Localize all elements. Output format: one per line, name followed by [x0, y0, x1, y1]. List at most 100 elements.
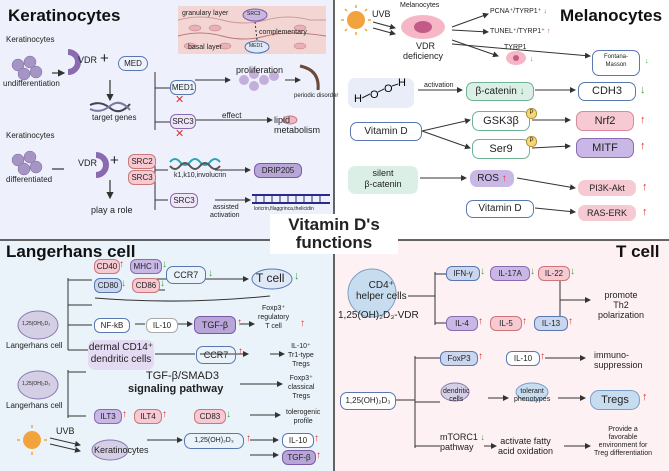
basal-layer-label: basal layer: [188, 44, 222, 51]
il10-arrow-t: ↑: [540, 351, 545, 362]
immunosuppression-label: immuno-suppression: [594, 350, 643, 370]
ser9-box: Ser9: [472, 139, 530, 159]
il22-pill: IL-22: [538, 266, 570, 281]
src3-bubble-1: SRC3: [170, 114, 196, 129]
tyrp1-arrow: ↓: [530, 56, 534, 63]
tgfb-arrow: ↑: [237, 317, 242, 328]
keratinocytes-undiff-label: Keratinocytes: [6, 35, 55, 44]
il10-pill: IL-10: [146, 318, 178, 333]
mtorc1-label: mTORC1 ↓pathway: [440, 432, 485, 452]
pi3k-box: PI3K-Akt: [578, 180, 636, 196]
tregs-box: Tregs: [590, 390, 640, 410]
dermal-cd14-box: dermal CD14⁺dendritic cells: [88, 340, 154, 370]
tyrp1-label: TYRP1: [504, 44, 527, 51]
il4-arrow: ↑: [478, 316, 483, 327]
signaling-label: signaling pathway: [128, 383, 224, 395]
il22-arrow: ↓: [570, 266, 575, 277]
tregs-arrow: ↑: [642, 391, 648, 403]
undifferentiation-label: undifferentiation: [3, 79, 60, 88]
ccr7-arrow-2: ↑: [238, 346, 243, 357]
vit-box-3: 1,25(OH)₂D₃: [184, 433, 244, 449]
cd40-arrow: ↑: [119, 259, 124, 270]
lc-label-2: Langerhans cell: [6, 401, 63, 410]
il4-pill: IL-4: [446, 316, 478, 331]
assisted-label: assisted: [213, 204, 239, 211]
svg-text:O: O: [370, 89, 379, 101]
cd86-pill: CD86: [132, 278, 160, 293]
src3-bubble-3: SRC3: [170, 193, 198, 208]
drip205-bubble: DRIP205: [254, 163, 302, 178]
il5-arrow: ↑: [522, 316, 527, 327]
cd80-pill: CD80: [94, 278, 122, 293]
phospho-badge-1: P: [526, 108, 537, 119]
svg-text:H: H: [398, 78, 406, 89]
tcell-arrow: ↓: [294, 270, 300, 282]
vit-label-2: 1,25(OH)₂D₃: [22, 381, 51, 387]
fontana-arrow: ↓: [645, 58, 649, 65]
target-genes-label: target genes: [92, 113, 137, 122]
mhc-pill: MHC II: [130, 259, 162, 274]
play-role-label: play a role: [91, 205, 133, 215]
ccr7-arrow-1: ↓: [208, 268, 213, 279]
il10-pill-2: IL-10: [282, 433, 314, 448]
src3-layer-label: SRC3: [247, 11, 261, 17]
nfkb-pill: NF-kB: [94, 318, 130, 333]
keratinocytes-title: Keratinocytes: [8, 6, 121, 25]
cd40-pill: CD40: [94, 259, 120, 274]
pi3k-arrow: ↑: [642, 181, 648, 193]
il10-arrow-2: ↑: [314, 433, 319, 444]
cd80-arrow: ↓: [121, 278, 126, 289]
vdr-deficiency-1: VDR: [416, 41, 436, 51]
differentiated-label: differentiated: [6, 175, 53, 184]
med1-bubble: MED1: [170, 80, 196, 95]
ilt4-pill: ILT4: [134, 409, 162, 424]
vdr-deficiency-2: deficiency: [403, 51, 444, 61]
melanocytes-title: Melanocytes: [560, 6, 663, 25]
svg-text:✕: ✕: [175, 128, 184, 140]
phospho-badge-2: P: [526, 136, 537, 147]
ccr7-box-1: CCR7: [166, 266, 206, 284]
activation-label: activation: [210, 212, 240, 219]
cd83-arrow: ↓: [226, 409, 231, 420]
tunel-label: TUNEL⁺/TYRP1⁺ ↑: [490, 28, 551, 35]
effect-label: effect: [222, 111, 242, 120]
gsk3b-box: GSK3β: [472, 111, 530, 131]
ras-erk-box: RAS-ERK: [578, 205, 636, 221]
center-title: Vitamin D's functions: [288, 215, 380, 252]
svg-text:O: O: [384, 83, 393, 95]
cdh3-box: CDH3: [578, 82, 636, 101]
activation-label-mel: activation: [424, 82, 454, 89]
keratinocytes-diff-label: Keratinocytes: [6, 131, 55, 140]
beta-catenin-box: β-catenin ↓: [466, 82, 534, 101]
vdr-label-2: VDR: [78, 158, 98, 168]
il10-pill-t: IL-10: [506, 351, 540, 366]
svg-text:H: H: [354, 93, 362, 105]
foxp3-treg-arrow: ↑: [300, 318, 305, 329]
cdh3-arrow: ↓: [640, 84, 646, 96]
med-bubble: MED: [118, 56, 148, 71]
cd83-pill: CD83: [194, 409, 226, 424]
fontana-masson-box: Fontana-Masson: [592, 50, 640, 76]
loricrin-label: loricrin,filaggrinca,thelicidin: [254, 206, 314, 212]
tgfb-arrow-2: ↑: [316, 450, 321, 461]
il17a-arrow: ↓: [530, 266, 535, 277]
uvb-label-lc: UVB: [56, 426, 75, 436]
svg-text:✕: ✕: [175, 94, 184, 106]
tgfb-pill-2: TGF-β: [282, 450, 316, 465]
tgfb-pill: TGF-β: [194, 316, 236, 334]
ras-arrow: ↑: [642, 206, 648, 218]
ilt3-pill: ILT3: [94, 409, 122, 424]
tcell-title: T cell: [616, 242, 660, 261]
